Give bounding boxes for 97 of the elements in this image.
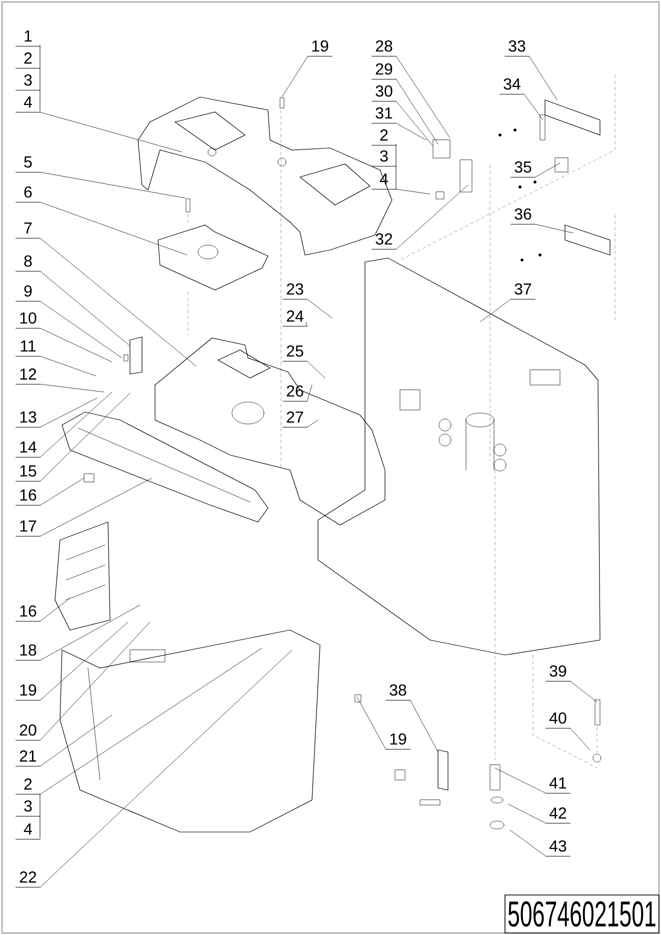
leader-line	[535, 162, 560, 178]
leader-line	[40, 392, 112, 458]
callout-number: 12	[16, 368, 40, 384]
callout-number: 35	[510, 161, 536, 178]
part-number-box: 506746021501	[504, 894, 660, 934]
callout-number: 23	[282, 283, 308, 300]
callout-number: 24	[282, 310, 308, 326]
callout-number: 30	[372, 85, 396, 102]
callout-number: 26	[282, 385, 308, 402]
callout-number: 27	[282, 411, 308, 428]
callout-number: 16	[16, 605, 40, 622]
leader-line	[40, 202, 188, 256]
leader-line	[40, 356, 96, 376]
callout-number: 15	[16, 465, 40, 482]
leader-line	[282, 56, 308, 98]
leader-line	[40, 112, 182, 152]
callout-number: 17	[16, 520, 40, 536]
leader-line	[570, 681, 598, 702]
callout-number: 19	[16, 684, 40, 700]
leader-line	[40, 598, 70, 622]
leader-line	[529, 56, 558, 100]
leader-line	[307, 299, 332, 318]
leader-line	[40, 238, 196, 366]
callout-number: 34	[500, 78, 524, 94]
callout-number: 22	[16, 871, 40, 888]
callout-number: 18	[16, 644, 40, 660]
callout-number: 25	[282, 345, 308, 362]
leader-line	[40, 398, 98, 428]
callout-number: 2	[16, 778, 40, 794]
leader-line	[40, 301, 122, 358]
callout-number: 32	[372, 233, 396, 250]
callout-number: 28	[372, 40, 396, 56]
callout-number: 5	[16, 156, 40, 172]
callout-number: 11	[16, 340, 40, 356]
callout-number: 39	[546, 665, 570, 682]
leader-line	[570, 728, 590, 750]
leader-line	[396, 101, 434, 146]
callout-number: 19	[386, 733, 410, 750]
callout-number: 20	[16, 724, 40, 740]
leader-line	[535, 224, 574, 234]
leader-line	[396, 184, 468, 250]
callout-number: 16	[16, 489, 40, 506]
callout-number: 4	[16, 824, 40, 840]
leader-line	[40, 650, 292, 888]
callout-number: 21	[16, 750, 40, 766]
leader-line	[396, 56, 450, 138]
leader-line	[524, 94, 544, 120]
leader-line	[40, 384, 104, 392]
callout-number: 14	[16, 442, 40, 458]
leader-line	[40, 604, 140, 660]
leader-line	[307, 420, 318, 428]
callout-number: 40	[546, 712, 570, 728]
leader-line	[307, 384, 312, 402]
leader-line	[40, 478, 84, 506]
callout-number: 33	[504, 40, 530, 56]
leader-line	[40, 622, 128, 700]
leader-line	[480, 299, 511, 322]
callout-number: 8	[16, 255, 40, 272]
leader-line	[40, 172, 186, 198]
leader-line	[40, 648, 262, 794]
callout-number: 13	[16, 411, 40, 428]
callout-number: 4	[16, 96, 40, 112]
callout-number: 29	[372, 63, 396, 80]
callout-number: 37	[510, 283, 536, 300]
callout-number: 31	[372, 107, 396, 124]
leader-line	[508, 804, 546, 824]
leader-line	[396, 123, 426, 140]
callout-number: 1	[16, 30, 40, 46]
callout-number: 9	[16, 285, 40, 302]
leader-line	[40, 328, 112, 362]
callout-number: 36	[510, 208, 536, 224]
leader-line	[396, 79, 438, 144]
leader-line	[40, 622, 150, 740]
callout-number: 42	[546, 807, 570, 824]
leader-line	[40, 714, 112, 766]
leader-line	[307, 361, 326, 378]
leader-line	[40, 271, 130, 346]
leader-line	[396, 189, 430, 194]
callout-number: 2	[372, 129, 396, 146]
callout-number: 7	[16, 222, 40, 238]
callout-number: 43	[546, 840, 570, 856]
callout-number: 41	[546, 778, 570, 794]
leader-line	[410, 700, 438, 752]
callout-number: 2	[16, 52, 40, 68]
callout-number: 19	[308, 40, 332, 56]
leader-line	[306, 322, 308, 326]
leader-line	[40, 392, 130, 482]
leader-line	[494, 768, 546, 794]
leader-line	[40, 478, 152, 536]
callout-number: 38	[386, 684, 410, 700]
callout-number: 3	[16, 800, 40, 816]
leader-line	[356, 696, 386, 750]
callout-number: 3	[372, 150, 396, 166]
callout-number: 10	[16, 312, 40, 328]
leader-line	[510, 830, 546, 856]
callout-number: 6	[16, 186, 40, 202]
callout-number: 3	[16, 74, 40, 90]
